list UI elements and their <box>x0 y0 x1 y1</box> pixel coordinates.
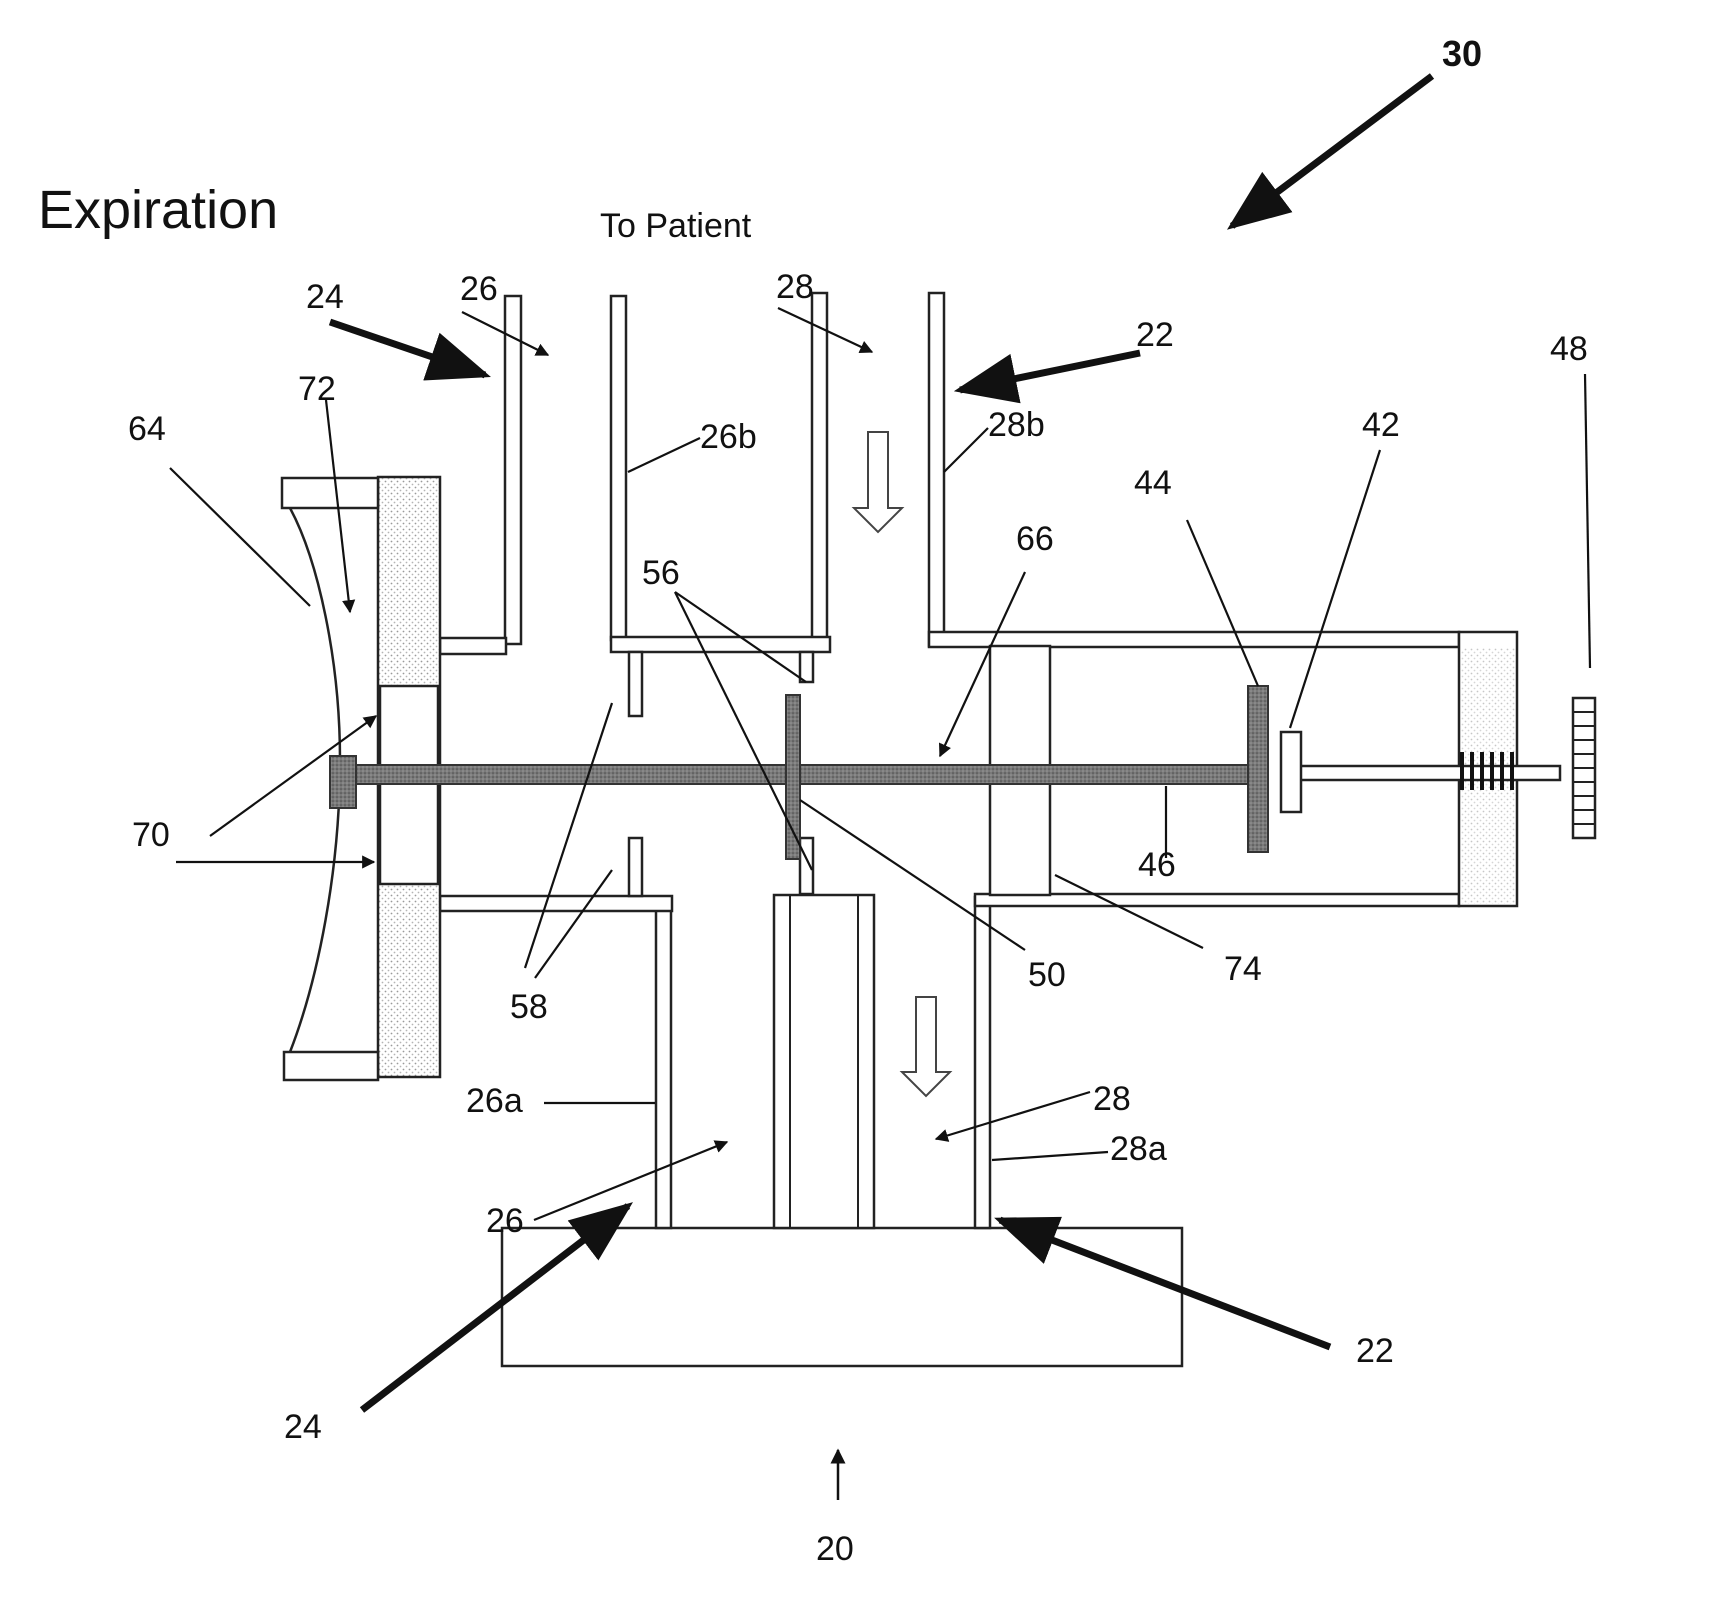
label-46: 46 <box>1138 846 1176 884</box>
diaphragm-bottom-flange <box>284 1052 378 1080</box>
subtitle-to-patient: To Patient <box>600 207 752 245</box>
label-28-top: 28 <box>776 268 814 306</box>
tube-26b-wall <box>611 296 626 640</box>
tube-28b-wall <box>929 293 944 646</box>
tube-26a-wall <box>656 897 671 1228</box>
label-28-bottom: 28 <box>1093 1080 1131 1118</box>
label-26-bottom: 26 <box>486 1202 524 1240</box>
label-58: 58 <box>510 988 548 1026</box>
title: Expiration <box>38 180 278 240</box>
seat-post-lower-left <box>629 838 642 896</box>
label-42: 42 <box>1362 406 1400 444</box>
label-24-top: 24 <box>306 278 344 316</box>
label-26a: 26a <box>466 1082 523 1120</box>
label-22-bottom: 22 <box>1356 1332 1394 1370</box>
seat-post-upper-left <box>629 652 642 716</box>
thin-rod <box>1300 766 1560 780</box>
tube-center-upper-wall <box>812 293 827 640</box>
tube-28a-wall <box>975 897 990 1228</box>
collar <box>1281 732 1301 812</box>
pointer-30 <box>1232 76 1432 226</box>
flow-arrow-lower <box>902 997 950 1096</box>
shaft-end-cap <box>330 756 356 808</box>
label-20: 20 <box>816 1530 854 1568</box>
label-26-top: 26 <box>460 270 498 308</box>
stop-disc <box>1248 686 1268 852</box>
label-66: 66 <box>1016 520 1054 558</box>
lower-left-plate <box>440 896 672 911</box>
label-30: 30 <box>1442 33 1482 74</box>
label-64: 64 <box>128 410 166 448</box>
label-50: 50 <box>1028 956 1066 994</box>
upper-left-l-horizontal <box>440 638 506 654</box>
label-26b: 26b <box>700 418 757 456</box>
flow-arrow-upper <box>854 432 902 532</box>
label-70: 70 <box>132 816 170 854</box>
label-28b: 28b <box>988 406 1045 444</box>
upper-left-l-vertical <box>505 296 521 644</box>
seat-post-upper-right <box>800 652 813 682</box>
pointer-24-top <box>330 322 485 375</box>
adjustment-knob <box>1573 698 1595 838</box>
label-48: 48 <box>1550 330 1588 368</box>
middle-plate <box>611 637 830 652</box>
label-72: 72 <box>298 370 336 408</box>
label-74: 74 <box>1224 950 1262 988</box>
label-56: 56 <box>642 554 680 592</box>
label-44: 44 <box>1134 464 1172 502</box>
valve-disc <box>786 695 800 859</box>
diaphragm-top-flange <box>282 478 378 508</box>
label-22-top: 22 <box>1136 316 1174 354</box>
label-24-bottom: 24 <box>284 1408 322 1446</box>
pointer-22-top <box>960 353 1140 390</box>
label-28a: 28a <box>1110 1130 1167 1168</box>
